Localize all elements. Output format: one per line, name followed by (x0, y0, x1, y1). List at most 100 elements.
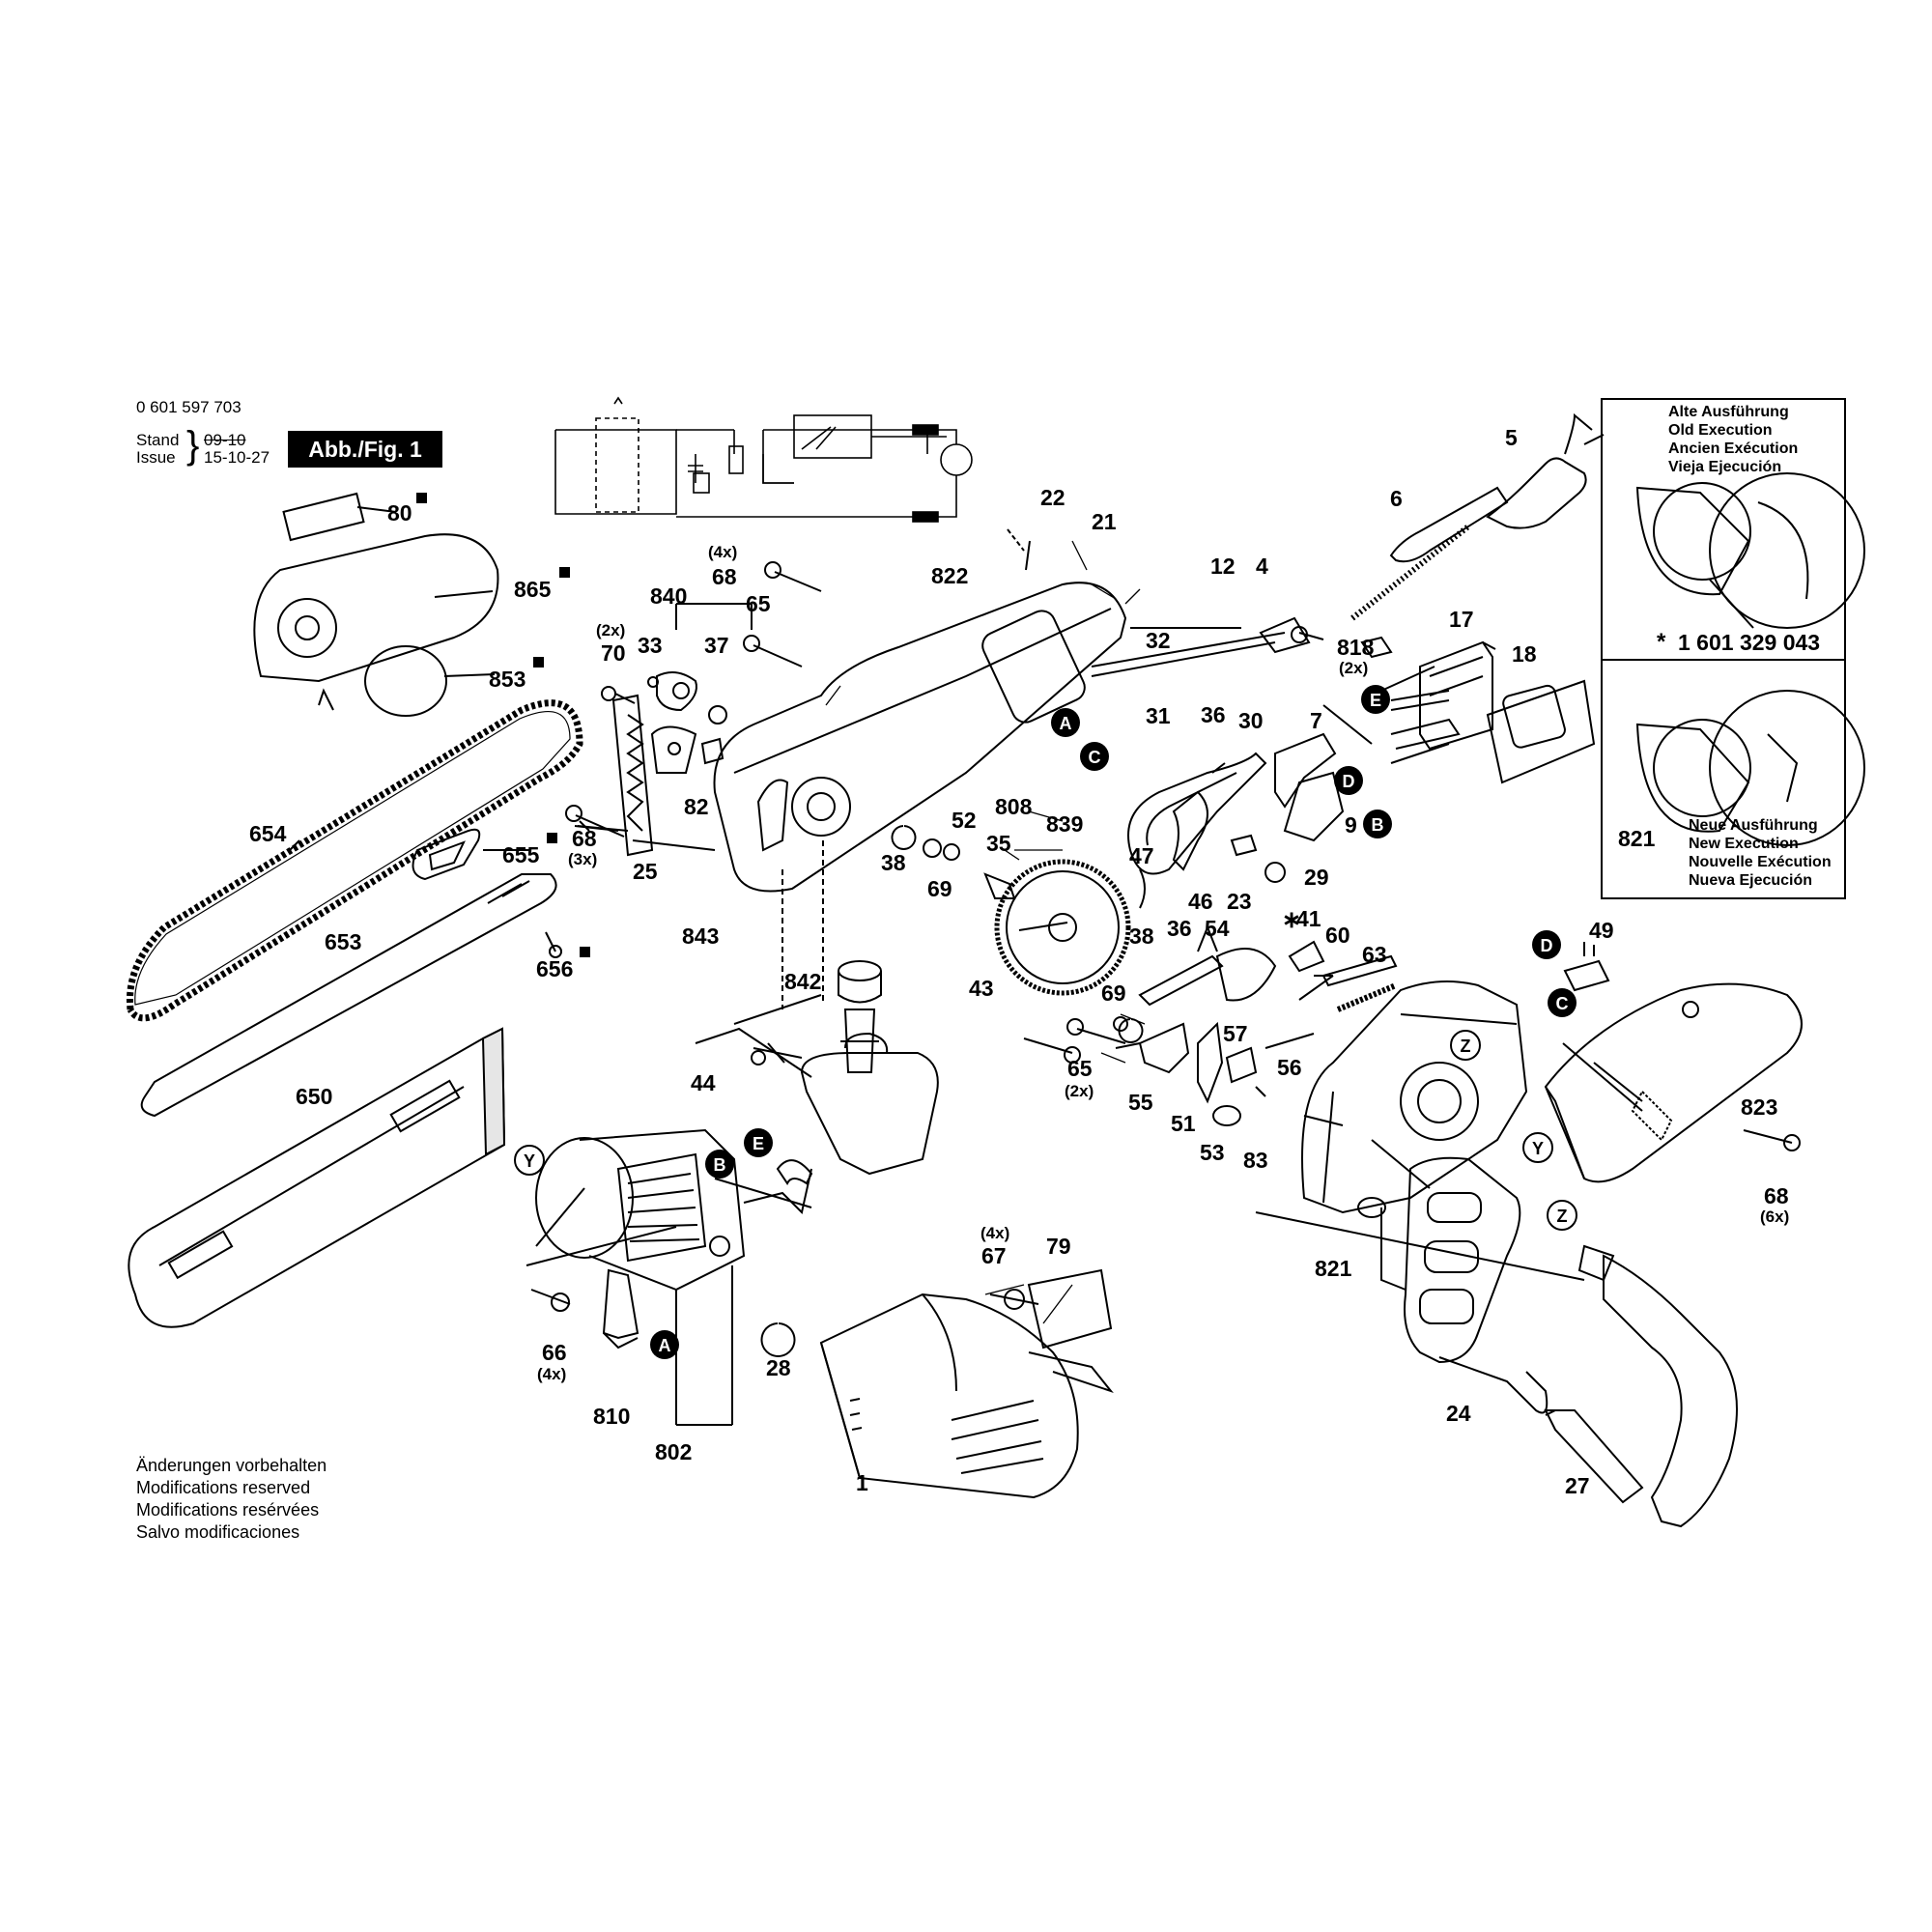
stand-date-old: 09-10 (204, 431, 246, 449)
qty-66: (4x) (537, 1365, 567, 1383)
connector-d-right: D (1532, 930, 1561, 959)
marker-655 (547, 833, 557, 843)
connector-z-housing-letter: Z (1461, 1037, 1471, 1056)
connector-a-motor: A (650, 1330, 679, 1359)
motor-housing-1 (760, 1293, 1114, 1499)
label-55: 55 (1128, 1090, 1153, 1115)
label-823: 823 (1741, 1094, 1778, 1120)
label-38b: 38 (1129, 923, 1154, 949)
connector-c-right-letter: C (1556, 994, 1569, 1013)
screws (530, 561, 1801, 1312)
label-29: 29 (1304, 865, 1329, 890)
label-69a: 69 (927, 876, 952, 901)
label-22: 22 (1040, 485, 1065, 510)
label-53: 53 (1200, 1140, 1225, 1165)
figure-badge: Abb./Fig. 1 (288, 431, 442, 468)
connector-c-right: C (1548, 988, 1577, 1017)
label-33: 33 (638, 633, 663, 658)
label-810: 810 (593, 1404, 631, 1429)
connector-a-top-letter: A (1060, 714, 1072, 733)
note-en: Modifications reserved (136, 1478, 311, 1497)
label-57: 57 (1223, 1021, 1248, 1046)
old-execution-legend: Alte Ausführung Old Execution Ancien Exé… (1668, 403, 1798, 476)
label-650: 650 (296, 1084, 333, 1109)
label-24: 24 (1446, 1401, 1471, 1426)
connector-a-motor-letter: A (659, 1336, 671, 1355)
label-18: 18 (1512, 641, 1537, 667)
switch-mechanism (1127, 732, 1345, 909)
label-35: 35 (986, 831, 1011, 856)
label-79 (1027, 1268, 1113, 1350)
label-60: 60 (1325, 923, 1350, 948)
qty-68a: (4x) (708, 543, 738, 561)
connector-d-top-letter: D (1343, 772, 1355, 791)
motor-802 (526, 1128, 813, 1426)
label-63: 63 (1362, 942, 1387, 967)
connector-c-top: C (1080, 742, 1109, 771)
old-line-de: Alte Ausführung (1668, 404, 1789, 420)
rear-handle-27 (1255, 1211, 1738, 1528)
new-line-fr: Nouvelle Exécution (1689, 854, 1832, 870)
old-line-fr: Ancien Exécution (1668, 440, 1799, 457)
connector-y-right: Y (1522, 1132, 1553, 1163)
chain-cover-865 (253, 492, 499, 717)
label-47: 47 (1129, 843, 1154, 868)
label-842: 842 (784, 969, 822, 994)
guide-bar-653 (140, 828, 562, 1118)
connector-c-top-letter: C (1089, 748, 1101, 767)
label-7: 7 (1310, 708, 1322, 733)
issue-date: 15-10-27 (204, 448, 270, 467)
switch-box-17-18 (1380, 640, 1610, 992)
label-853: 853 (489, 667, 526, 692)
housing-822 (713, 528, 1127, 1009)
marker-80 (416, 493, 427, 503)
leader-lines (825, 540, 1146, 1324)
saw-chain-654 (126, 699, 583, 1022)
label-44: 44 (691, 1070, 716, 1095)
label-68b: 68 (572, 826, 597, 851)
label-46: 46 (1188, 889, 1213, 914)
label-802: 802 (655, 1439, 693, 1464)
label-38a: 38 (881, 850, 906, 875)
label-654: 654 (249, 821, 287, 846)
trigger-group (1138, 924, 1398, 1126)
label-27: 27 (1565, 1473, 1590, 1498)
label-12: 12 (1210, 554, 1236, 579)
connector-y-right-letter: Y (1532, 1139, 1544, 1158)
label-70: 70 (601, 640, 626, 666)
connector-b-top: B (1363, 810, 1392, 838)
label-65b: 65 (1067, 1056, 1093, 1081)
label-9: 9 (1345, 812, 1357, 838)
new-line-en: New Execution (1689, 836, 1799, 852)
part-ref-marker: * (1657, 629, 1666, 655)
label-808: 808 (995, 794, 1033, 819)
label-37: 37 (704, 633, 729, 658)
note-de: Änderungen vorbehalten (136, 1456, 327, 1475)
label-36b: 36 (1167, 916, 1192, 941)
label-51: 51 (1171, 1111, 1196, 1136)
stand-label: Stand (136, 431, 180, 449)
connector-z-housing: Z (1450, 1030, 1481, 1061)
brace: } (186, 424, 200, 467)
front-handle-24 (1380, 1156, 1548, 1414)
connector-d-right-letter: D (1541, 936, 1553, 955)
label-4: 4 (1256, 554, 1268, 579)
inset-frame (1601, 398, 1865, 899)
label-43: 43 (969, 976, 994, 1001)
connector-b-motor: B (705, 1150, 734, 1179)
label-68c: 68 (1764, 1183, 1789, 1208)
label-21: 21 (1092, 509, 1117, 534)
oil-tank-43 (695, 960, 939, 1176)
part-ref-number: 1 601 329 043 (1678, 630, 1821, 655)
part-number: 0 601 597 703 (136, 398, 242, 416)
label-656: 656 (536, 956, 574, 981)
gear-839 (891, 825, 1144, 1049)
connector-a-top: A (1051, 708, 1080, 737)
label-25: 25 (633, 859, 658, 884)
qty-68c: (6x) (1760, 1208, 1790, 1226)
connector-y-left-letter: Y (524, 1151, 535, 1171)
label-28: 28 (766, 1355, 791, 1380)
label-56: 56 (1277, 1055, 1302, 1080)
